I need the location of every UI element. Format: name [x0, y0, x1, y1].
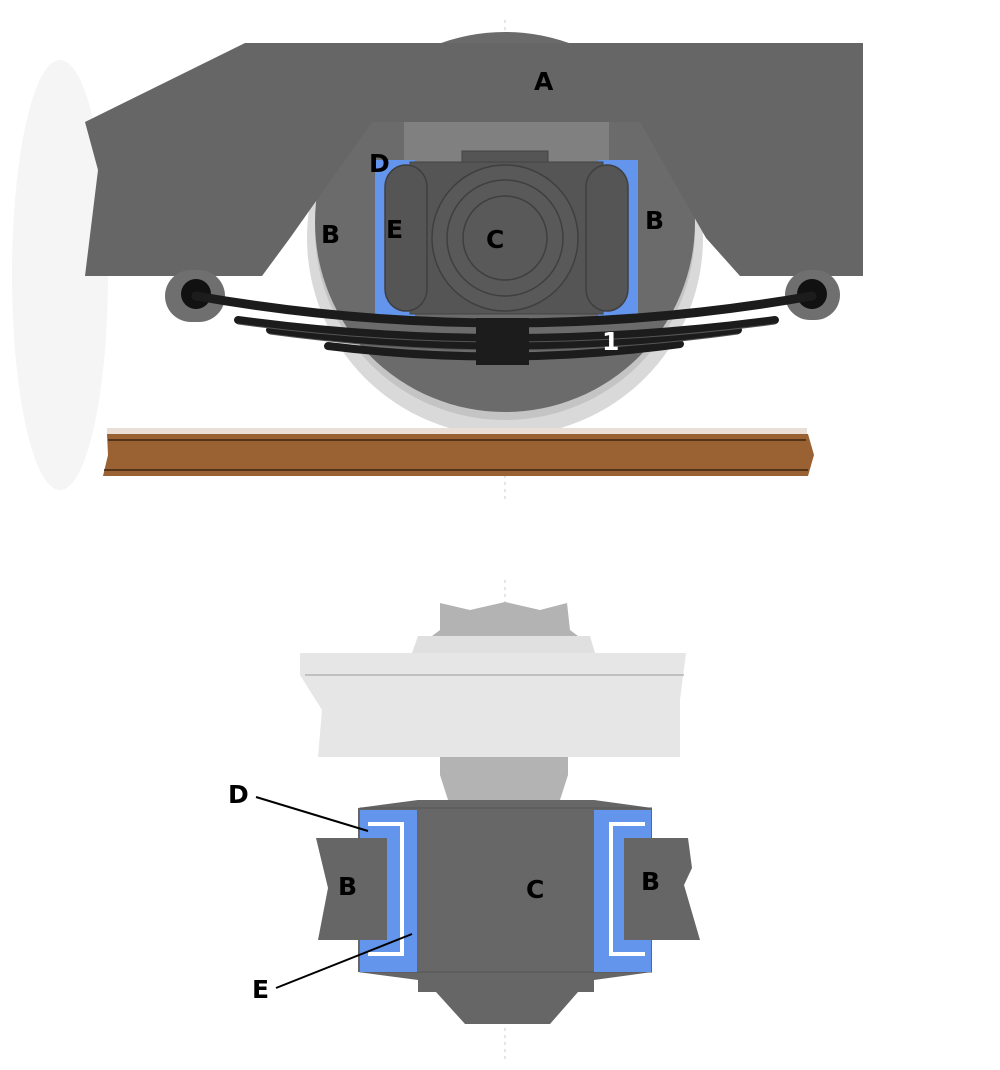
background-halo [12, 60, 108, 490]
axlebox-plan-center [418, 800, 594, 980]
plan-label-d: D [228, 780, 249, 809]
rail-beam [103, 434, 814, 476]
side-label-spring: 1 [602, 327, 619, 356]
plan-label-b-right: B [641, 867, 660, 896]
leader-d [255, 796, 369, 832]
side-label-a: A [534, 67, 554, 96]
axlebox-bearing-mid [446, 179, 564, 297]
plan-label-c: C [526, 875, 544, 904]
plan-label-b-left: B [338, 872, 357, 901]
wheel-hub-top [412, 636, 595, 653]
side-label-b-left: B [321, 220, 340, 249]
vehicle-body [85, 43, 863, 276]
side-label-d: D [369, 149, 390, 178]
leader-e [275, 933, 413, 989]
axlebox [384, 150, 629, 315]
side-label-c: C [486, 225, 504, 254]
axle-neck [440, 757, 568, 800]
axlebox-bearing-inner [462, 195, 548, 281]
axlebox-bearing-outer [431, 164, 579, 312]
plan-label-e: E [252, 975, 269, 1004]
side-view: A D E B C B 1 [12, 20, 863, 500]
guide-plan-right [624, 838, 700, 940]
liner-right-white [609, 822, 645, 956]
rail-top-strip [107, 428, 807, 434]
spring-buckle [476, 318, 529, 365]
rail [103, 428, 814, 476]
liner-left-white [368, 822, 404, 956]
side-label-e: E [386, 215, 403, 244]
wheel-plan [300, 653, 686, 757]
axle-end-top [432, 602, 578, 636]
axlebox-plan-bottom [418, 978, 594, 1024]
guide-plan-left [316, 838, 387, 940]
axlebox-guide-left [384, 164, 428, 312]
side-label-b-right: B [645, 206, 664, 235]
axlebox-guide-right [585, 164, 629, 312]
plan-view: D B C B E [228, 580, 700, 1062]
